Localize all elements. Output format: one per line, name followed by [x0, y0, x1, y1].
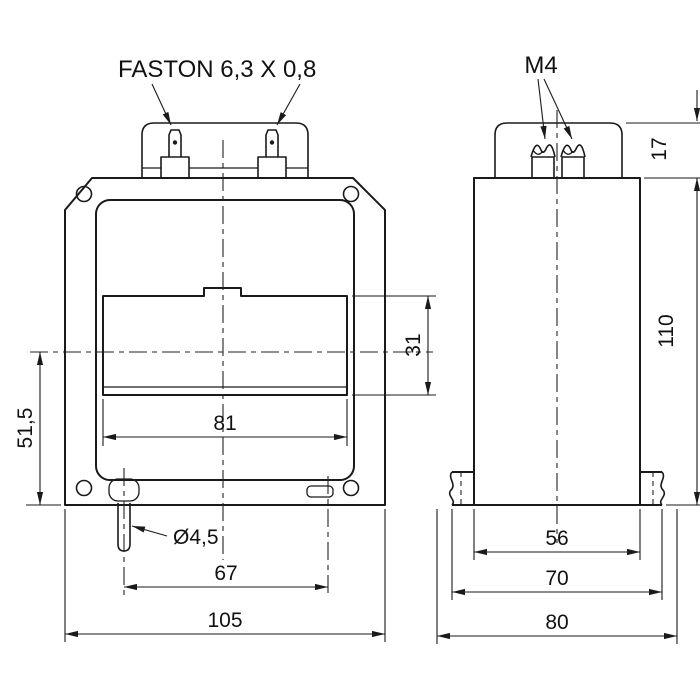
front-body — [64, 177, 386, 506]
mount-hole-bottom-left — [75, 479, 93, 497]
dim-body-height: 110 — [655, 314, 678, 347]
m4-label: M4 — [524, 52, 557, 79]
m4-screw-wings-left — [530, 144, 556, 158]
front-bottom-details — [108, 478, 334, 552]
m4-screw-wings-right — [560, 144, 586, 158]
dim-front-overall-width: 105 — [207, 609, 242, 632]
m4-screw-wings-right-inner — [562, 149, 574, 155]
dim-pin-hole-diameter: Ø4,5 — [173, 526, 219, 549]
text-labels: FASTON 6,3 X 0,8 M4 31 81 51,5 Ø4,5 67 1… — [14, 52, 678, 634]
faston-blade-left — [168, 129, 182, 157]
faston-terminals — [160, 129, 287, 179]
dim-window-height: 31 — [402, 333, 425, 356]
faston-blade-hole-right — [269, 140, 275, 145]
mount-hole-bottom-right — [342, 479, 360, 497]
m4-screw-base-left — [531, 156, 555, 179]
dim-window-width: 81 — [213, 412, 236, 435]
faston-leader-left — [151, 83, 172, 126]
front-inner-frame — [95, 199, 355, 481]
side-terminal-cap — [494, 122, 623, 178]
m4-screws — [530, 144, 586, 179]
side-foot-wavy-left — [448, 471, 455, 506]
faston-blade-hole-left — [172, 140, 178, 145]
centerlines — [30, 110, 558, 598]
dimension-lines — [36, 90, 700, 640]
faston-leader-right — [276, 83, 301, 126]
side-foot-wavy-right — [659, 471, 666, 506]
m4-screw-base-right — [561, 156, 585, 179]
dim-center-to-bottom: 51,5 — [14, 408, 37, 449]
faston-blade-right — [265, 129, 279, 157]
faston-base-left — [160, 156, 190, 179]
front-view-outline — [64, 122, 386, 506]
terminal-bracket — [141, 122, 309, 178]
m4-leader-left — [537, 78, 547, 140]
faston-base-right — [257, 156, 287, 179]
dim-pin-pitch: 67 — [214, 562, 237, 585]
m4-screw-wings-left-inner — [532, 149, 544, 155]
faston-label: FASTON 6,3 X 0,8 — [118, 56, 316, 83]
mount-hole-top-right — [342, 185, 360, 203]
dim-side-body-width: 56 — [545, 527, 568, 550]
right-bottom-slot — [306, 485, 334, 498]
dim-side-overall-width: 80 — [545, 611, 568, 634]
dimension-extension-lines — [26, 122, 700, 644]
mount-hole-top-left — [75, 185, 93, 203]
pin-hole-leader — [131, 525, 168, 537]
dim-side-base-width: 70 — [545, 567, 568, 590]
dim-cap-height: 17 — [648, 137, 671, 160]
m4-leader-right — [543, 78, 573, 140]
leader-lines — [131, 78, 573, 537]
front-window-band — [102, 287, 348, 396]
